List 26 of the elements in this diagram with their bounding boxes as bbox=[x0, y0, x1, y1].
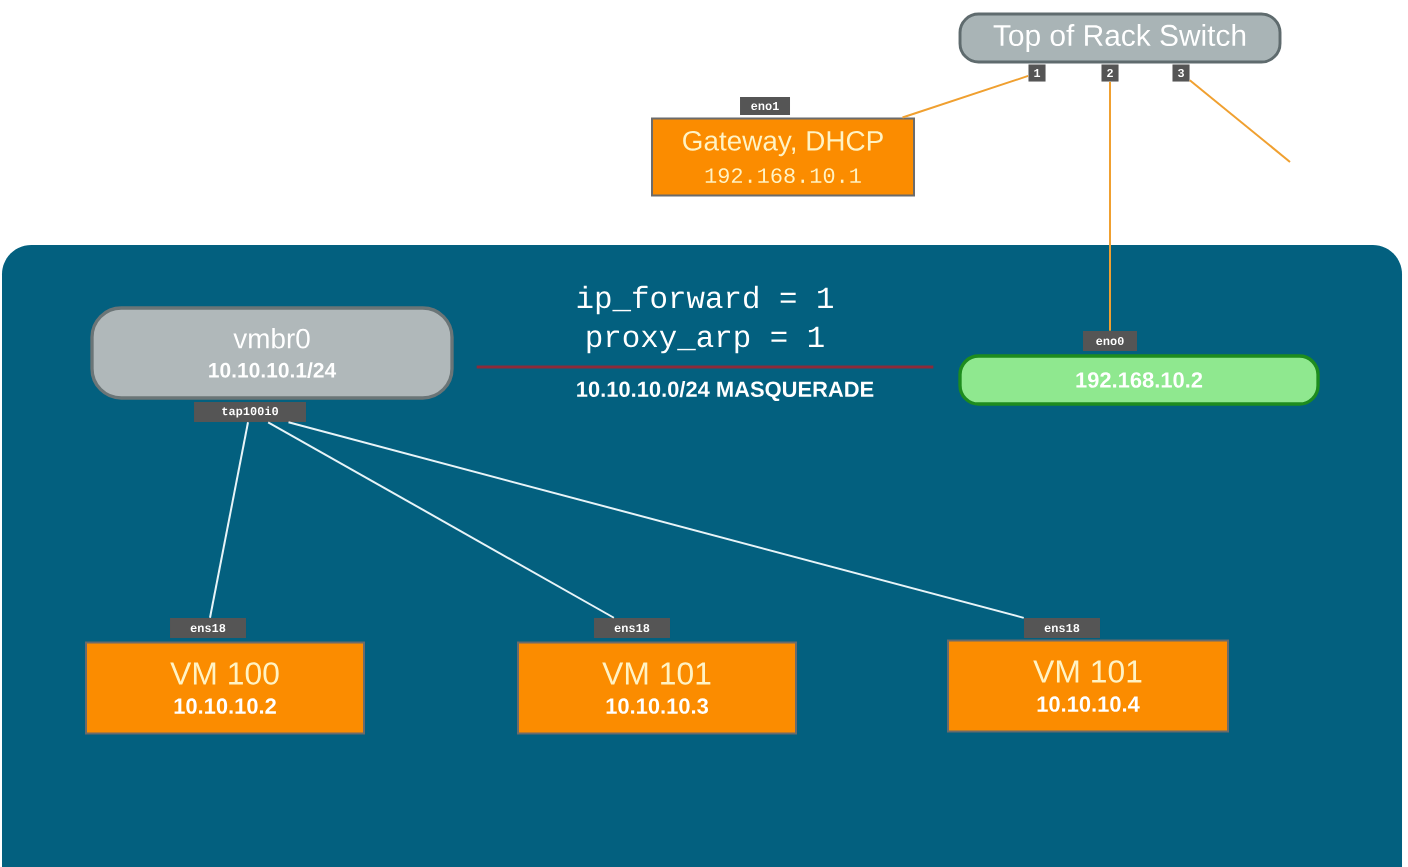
port-tag: eno1 bbox=[740, 97, 790, 115]
host-box: VM 101 10.10.10.4 bbox=[947, 639, 1229, 733]
bridge-box: vmbr0 10.10.10.1/24 bbox=[90, 306, 454, 400]
port-tag: ens18 bbox=[170, 618, 246, 638]
port-tag: eno0 bbox=[1083, 331, 1137, 351]
port-tag: ens18 bbox=[594, 618, 670, 638]
host-box: Gateway, DHCP 192.168.10.1 bbox=[651, 117, 915, 197]
port-tag: ens18 bbox=[1024, 618, 1100, 638]
connector-line bbox=[287, 421, 1025, 619]
switch-box: Top of Rack Switch bbox=[958, 12, 1282, 64]
connector-line bbox=[1188, 79, 1291, 163]
port-tag: 1 bbox=[1028, 64, 1046, 82]
edge-label: 10.10.10.0/24 MASQUERADE bbox=[577, 380, 874, 402]
setting-text: proxy_arp = 1 bbox=[587, 326, 824, 354]
host-box: VM 101 10.10.10.3 bbox=[517, 641, 797, 735]
host-box: VM 100 10.10.10.2 bbox=[85, 641, 365, 735]
connector-line bbox=[901, 74, 1030, 119]
connector-line bbox=[476, 365, 934, 369]
interface-box: 192.168.10.2 bbox=[958, 354, 1320, 406]
port-tag: tap100i0 bbox=[194, 402, 306, 422]
setting-text: ip_forward = 1 bbox=[577, 285, 833, 315]
connector-line bbox=[209, 421, 249, 619]
connector-line bbox=[1109, 80, 1111, 332]
connector-line bbox=[267, 421, 615, 619]
port-tag: 2 bbox=[1101, 64, 1119, 82]
port-tag: 3 bbox=[1172, 64, 1190, 82]
